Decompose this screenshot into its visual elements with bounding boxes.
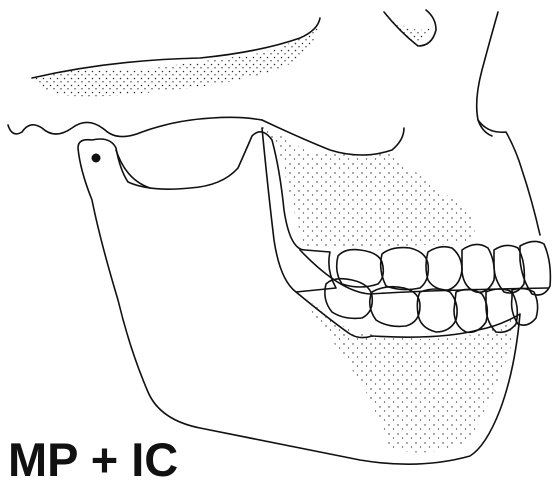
lower-premolar-1 <box>417 289 457 332</box>
upper-premolar-1 <box>426 247 462 290</box>
upper-canine <box>462 244 494 292</box>
lower-molar-1 <box>325 279 372 319</box>
cheekbone-shading <box>32 26 318 96</box>
condyle-point-marker <box>92 154 101 163</box>
nasal-profile <box>477 12 540 235</box>
cranial-base-line <box>8 117 262 136</box>
lower-premolar-2 <box>454 289 487 332</box>
diagram-caption: MP + IC <box>8 436 178 483</box>
upper-molar-2 <box>381 248 429 290</box>
maxilla-shading <box>252 120 475 248</box>
upper-molar-1 <box>337 250 384 287</box>
